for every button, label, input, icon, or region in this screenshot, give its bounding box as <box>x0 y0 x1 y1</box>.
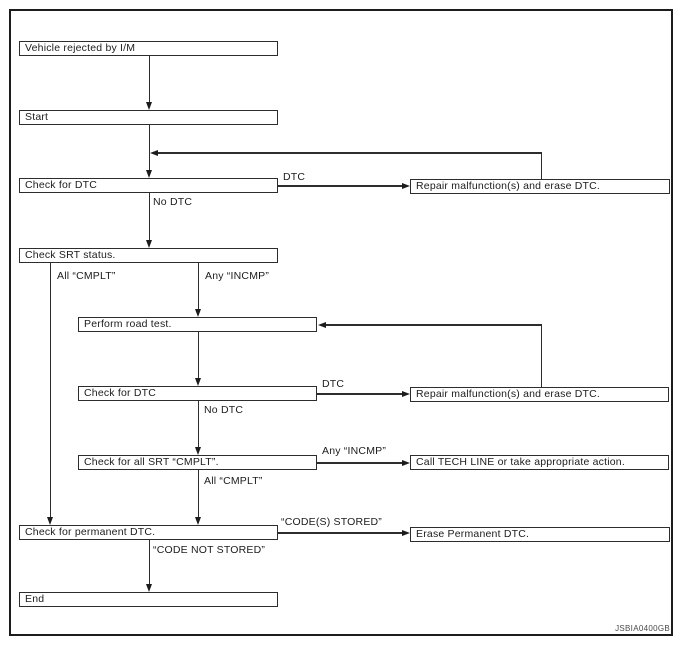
arrowhead-down-into-permanent <box>194 517 201 525</box>
arrowhead-right-into-techline <box>402 459 410 466</box>
diagram-border <box>9 9 673 636</box>
arrowhead-down-into-srt <box>145 240 152 248</box>
connector-start-to-checkdtc1 <box>148 125 150 170</box>
connector-loop2-riser <box>540 324 542 387</box>
arrowhead-right-into-repair2 <box>402 390 410 397</box>
node-call-tech-line: Call TECH LINE or take appropriate actio… <box>410 455 669 470</box>
connector-loop2-return <box>325 324 541 326</box>
connector-loop1-riser <box>540 152 542 179</box>
arrowhead-down-into-start <box>145 102 152 110</box>
node-repair-malfunction-1: Repair malfunction(s) and erase DTC. <box>410 179 670 194</box>
edge-label-any-incmp-1: Any “INCMP” <box>205 270 270 282</box>
connector-srt-to-roadtest <box>197 263 199 309</box>
node-check-srt-status: Check SRT status. <box>19 248 278 263</box>
figure-code-watermark: JSBIA0400GB <box>615 624 670 633</box>
node-check-permanent-dtc: Check for permanent DTC. <box>19 525 278 540</box>
connector-loop1-return <box>157 152 541 154</box>
arrowhead-down-into-checkdtc2 <box>194 378 201 386</box>
connector-all-cmplt-bypass <box>49 263 51 517</box>
arrowhead-left-into-roadtest <box>318 321 326 328</box>
edge-label-all-cmplt-1: All “CMPLT” <box>57 270 116 282</box>
edge-label-dtc-2: DTC <box>322 378 345 390</box>
node-repair-malfunction-2: Repair malfunction(s) and erase DTC. <box>410 387 669 402</box>
connector-checkdtc2-to-srtcmplt <box>197 401 199 447</box>
connector-stored-to-erase <box>278 532 403 534</box>
arrowhead-right-into-repair1 <box>402 182 410 189</box>
edge-label-all-cmplt-2: All “CMPLT” <box>204 475 263 487</box>
arrowhead-left-loop1-junction <box>150 149 158 156</box>
node-check-all-srt-cmplt: Check for all SRT “CMPLT”. <box>78 455 317 470</box>
node-end: End <box>19 592 278 607</box>
connector-incmp-to-techline <box>317 462 403 464</box>
node-check-for-dtc-1: Check for DTC <box>19 178 278 193</box>
edge-label-no-dtc-1: No DTC <box>153 196 193 208</box>
arrowhead-down-into-checkdtc1 <box>145 170 152 178</box>
arrowhead-down-bypass-permanent <box>46 517 53 525</box>
connector-dtc2-to-repair2 <box>317 393 403 395</box>
node-perform-road-test: Perform road test. <box>78 317 317 332</box>
connector-srtcmplt-to-permanent <box>197 470 199 517</box>
arrowhead-right-into-erase <box>402 529 410 536</box>
connector-checkdtc1-to-srt <box>148 193 150 240</box>
connector-permanent-to-end <box>148 540 150 584</box>
edge-label-any-incmp-2: Any “INCMP” <box>322 445 387 457</box>
node-check-for-dtc-2: Check for DTC <box>78 386 317 401</box>
edge-label-dtc-1: DTC <box>283 171 306 183</box>
arrowhead-down-into-srtcmplt <box>194 447 201 455</box>
connector-dtc1-to-repair1 <box>278 185 403 187</box>
edge-label-code-not-stored: “CODE NOT STORED” <box>153 544 266 556</box>
connector-vehicle-to-start <box>148 56 150 102</box>
arrowhead-down-into-end <box>145 584 152 592</box>
edge-label-no-dtc-2: No DTC <box>204 404 244 416</box>
arrowhead-down-into-roadtest <box>194 309 201 317</box>
node-erase-permanent-dtc: Erase Permanent DTC. <box>410 527 670 542</box>
node-start: Start <box>19 110 278 125</box>
node-vehicle-rejected: Vehicle rejected by I/M <box>19 41 278 56</box>
connector-roadtest-to-checkdtc2 <box>197 332 199 378</box>
edge-label-codes-stored: “CODE(S) STORED” <box>281 516 383 528</box>
